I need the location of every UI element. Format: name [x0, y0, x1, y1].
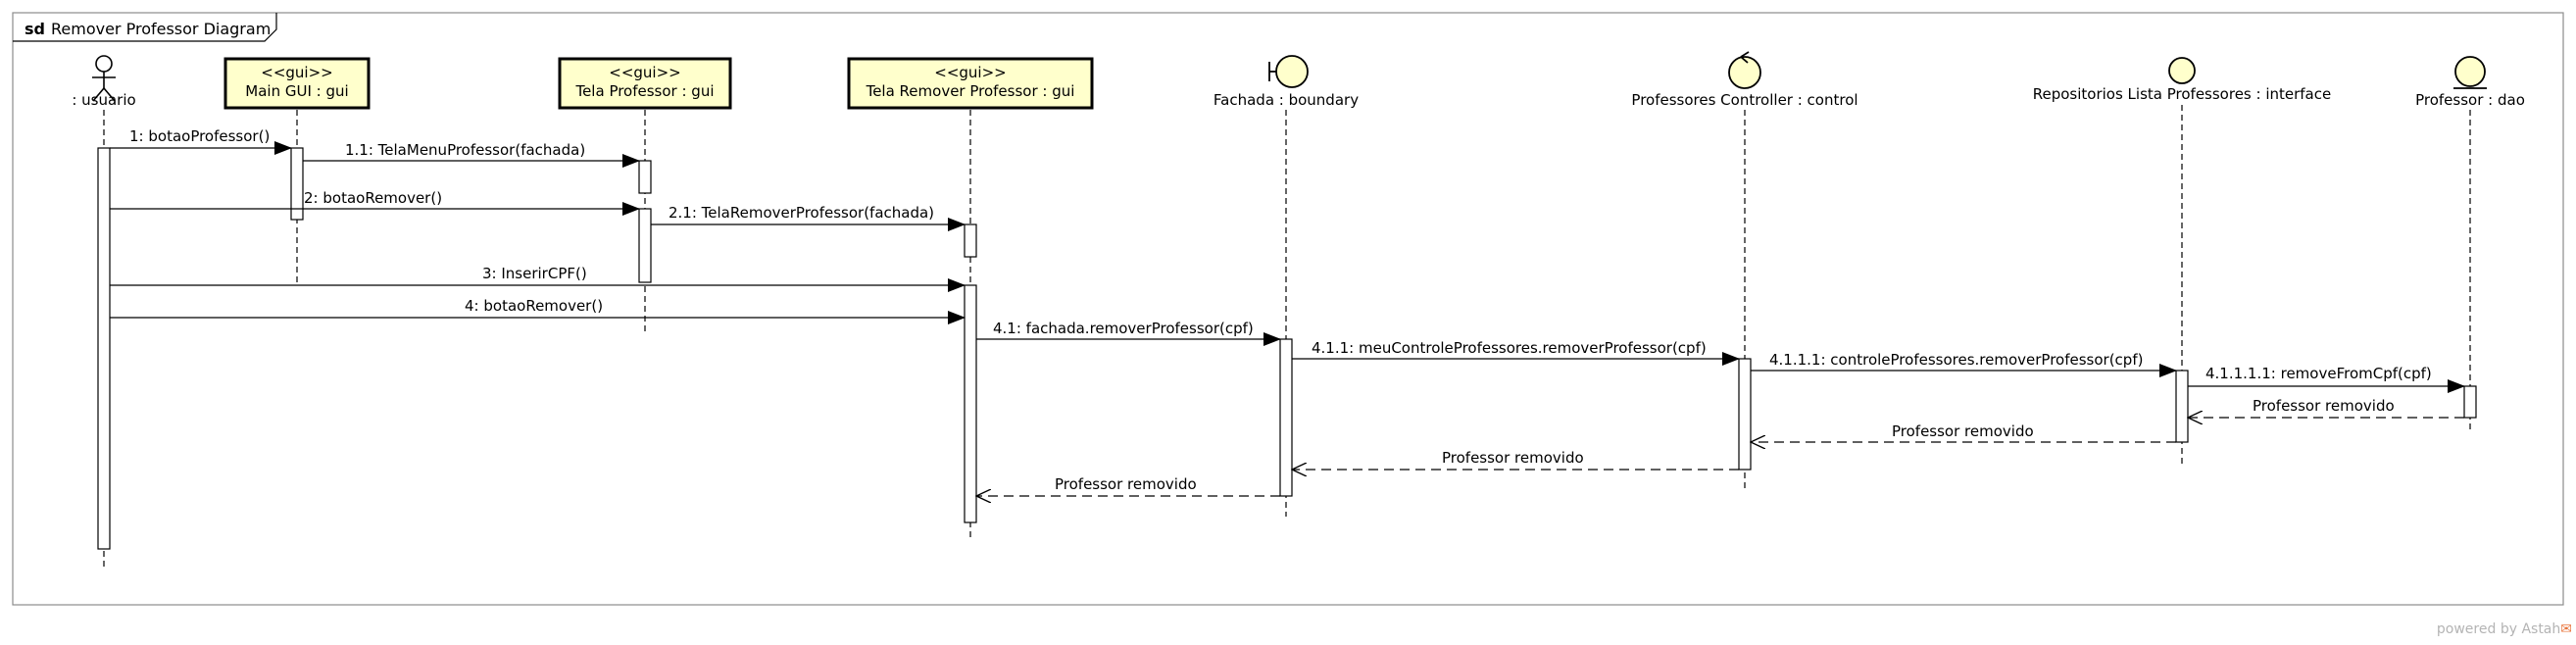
activation-controller — [1738, 358, 1752, 471]
message-arrow[interactable]: 4.1: fachada.removerProfessor(cpf) — [976, 320, 1281, 346]
message-label: 2.1: TelaRemoverProfessor(fachada) — [669, 204, 934, 222]
activation-tela-remover-2 — [964, 284, 977, 523]
reply-label: Professor removido — [1442, 449, 1584, 467]
messages: 1: botaoProfessor() 1.1: TelaMenuProfess… — [110, 127, 2465, 496]
reply-label: Professor removido — [1055, 475, 1197, 493]
boundary-icon — [1268, 55, 1309, 88]
message-label: 1: botaoProfessor() — [129, 127, 270, 145]
watermark-text: powered by Astah — [2436, 621, 2561, 637]
lifeline-name: Professor : dao — [2415, 91, 2525, 109]
activation-tela-professor-1 — [638, 160, 652, 194]
reply-arrow[interactable]: Professor removido — [976, 475, 1280, 496]
lifeline-name: Fachada : boundary — [1214, 91, 1359, 109]
lifeline-name: Tela Remover Professor : gui — [866, 82, 1075, 100]
message-arrow[interactable]: 1: botaoProfessor() — [110, 127, 292, 155]
message-label: 4.1: fachada.removerProfessor(cpf) — [993, 320, 1254, 337]
message-arrow[interactable]: 3: InserirCPF() — [110, 265, 966, 292]
reply-arrow[interactable]: Professor removido — [1751, 422, 2176, 442]
message-arrow[interactable]: 4.1.1: meuControleProfessores.removerPro… — [1292, 339, 1740, 366]
lifeline-tela-professor[interactable]: <<gui>> Tela Professor : gui — [558, 57, 732, 110]
lifeline-stems — [103, 105, 2471, 569]
activation-repositorios — [2175, 370, 2189, 443]
message-label: 1.1: TelaMenuProfessor(fachada) — [345, 141, 585, 159]
activation-bars — [97, 147, 2477, 550]
control-icon — [1728, 51, 1761, 89]
message-arrow[interactable]: 2.1: TelaRemoverProfessor(fachada) — [651, 204, 966, 231]
interface-icon — [2168, 57, 2196, 84]
message-label: 2: botaoRemover() — [304, 189, 442, 207]
message-arrow[interactable]: 1.1: TelaMenuProfessor(fachada) — [303, 141, 640, 168]
lifeline-name: Repositorios Lista Professores : interfa… — [2033, 85, 2331, 103]
astah-watermark: powered by Astah✉ — [2437, 621, 2572, 637]
lifeline-name: : usuario — [72, 91, 135, 109]
reply-arrow[interactable]: Professor removido — [1292, 449, 1739, 470]
message-label: 4.1.1.1: controleProfessores.removerProf… — [1769, 351, 2143, 369]
lifeline-stereotype: <<gui>> — [261, 64, 332, 81]
lifeline-stereotype: <<gui>> — [609, 64, 680, 81]
entity-icon — [2453, 56, 2487, 89]
message-arrow[interactable]: 4.1.1.1.1: removeFromCpf(cpf) — [2188, 365, 2465, 393]
lifeline-professores-controller[interactable]: Professores Controller : control — [1631, 51, 1858, 109]
lifeline-name: Main GUI : gui — [245, 82, 348, 100]
message-label: 4.1.1: meuControleProfessores.removerPro… — [1312, 339, 1707, 357]
lifeline-tela-remover-professor[interactable]: <<gui>> Tela Remover Professor : gui — [847, 57, 1094, 110]
activation-tela-professor-2 — [638, 208, 652, 283]
activation-fachada — [1279, 338, 1293, 497]
lifeline-name: Tela Professor : gui — [574, 82, 714, 100]
actor-icon — [92, 55, 116, 102]
lifeline-name: Professores Controller : control — [1631, 91, 1858, 109]
reply-label: Professor removido — [2253, 397, 2395, 415]
frame-keyword: sd — [25, 20, 45, 38]
reply-label: Professor removido — [1892, 422, 2034, 440]
message-label: 3: InserirCPF() — [482, 265, 587, 282]
lifeline-professor-dao[interactable]: Professor : dao — [2415, 56, 2525, 109]
astah-logo-icon: ✉ — [2560, 621, 2572, 637]
message-arrow[interactable]: 4: botaoRemover() — [110, 297, 966, 324]
activation-dao — [2463, 385, 2477, 419]
activation-usuario — [97, 147, 111, 550]
activation-tela-remover-1 — [964, 223, 977, 258]
message-label: 4: botaoRemover() — [465, 297, 603, 315]
reply-arrow[interactable]: Professor removido — [2188, 397, 2464, 418]
message-arrow[interactable]: 2: botaoRemover() — [110, 189, 640, 216]
lifeline-main-gui[interactable]: <<gui>> Main GUI : gui — [223, 57, 371, 110]
message-arrow[interactable]: 4.1.1.1: controleProfessores.removerProf… — [1751, 351, 2177, 377]
lifeline-repositorios[interactable]: Repositorios Lista Professores : interfa… — [2033, 57, 2331, 103]
lifeline-usuario[interactable]: : usuario — [72, 55, 136, 109]
diagram-frame: sd Remover Professor Diagram — [12, 12, 2564, 606]
lifeline-stereotype: <<gui>> — [934, 64, 1006, 81]
lifeline-fachada[interactable]: Fachada : boundary — [1214, 55, 1359, 109]
message-label: 4.1.1.1.1: removeFromCpf(cpf) — [2205, 365, 2432, 382]
frame-title: Remover Professor Diagram — [51, 20, 271, 38]
activation-main-gui — [290, 147, 304, 221]
